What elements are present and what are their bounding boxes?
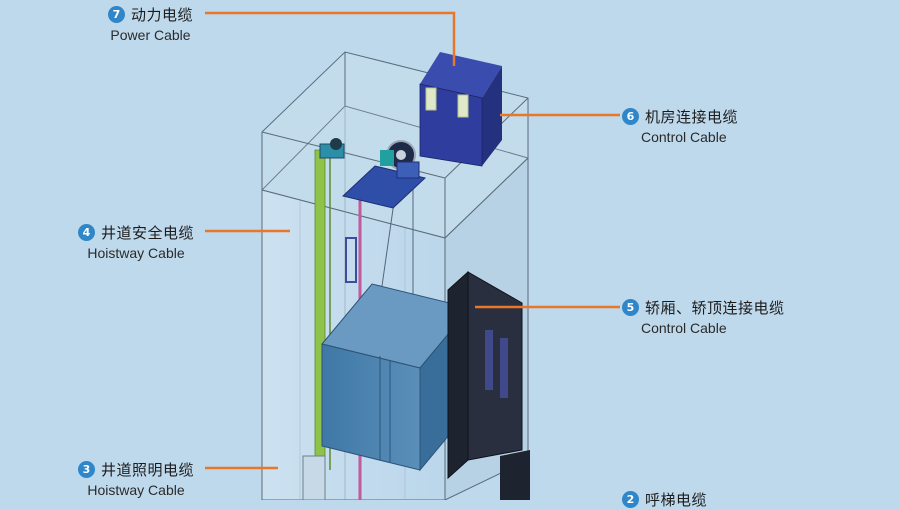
leader-lines xyxy=(205,11,620,470)
buffer-block xyxy=(302,455,326,500)
callout-number-badge: 6 xyxy=(622,108,639,125)
callout-power-cable: 7 动力电缆 Power Cable xyxy=(108,4,193,43)
callout-title-cn: 轿厢、轿顶连接电缆 xyxy=(645,299,785,317)
callout-title-en: Hoistway Cable xyxy=(87,482,185,498)
traction-machine-icon xyxy=(319,138,427,209)
callout-title-cn: 井道安全电缆 xyxy=(101,224,195,242)
callout-car-connection-cable: 5 轿厢、轿顶连接电缆 Control Cable xyxy=(622,297,785,336)
callout-title-en: Power Cable xyxy=(110,27,191,43)
callout-hoistway-safety-cable: 4 井道安全电缆 Hoistway Cable xyxy=(78,222,194,261)
callout-number-badge: 5 xyxy=(622,299,639,316)
callout-title-en: Control Cable xyxy=(641,320,727,336)
hall-button-bracket xyxy=(345,237,357,283)
callout-number-badge: 3 xyxy=(78,461,95,478)
callout-title-en: Control Cable xyxy=(641,129,727,145)
callout-title-cn: 井道照明电缆 xyxy=(101,461,195,479)
callout-machine-room-cable: 6 机房连接电缆 Control Cable xyxy=(622,106,738,145)
callout-title-en: Hoistway Cable xyxy=(87,245,185,261)
control-cabinet-icon xyxy=(419,52,502,167)
callout-hoistway-lighting-cable: 3 井道照明电缆 Hoistway Cable xyxy=(78,459,194,498)
callout-number-badge: 4 xyxy=(78,224,95,241)
callout-title-cn: 动力电缆 xyxy=(131,6,194,24)
callout-number-badge: 7 xyxy=(108,6,125,23)
callout-title-cn: 机房连接电缆 xyxy=(645,108,739,126)
landing-doors xyxy=(447,270,530,500)
